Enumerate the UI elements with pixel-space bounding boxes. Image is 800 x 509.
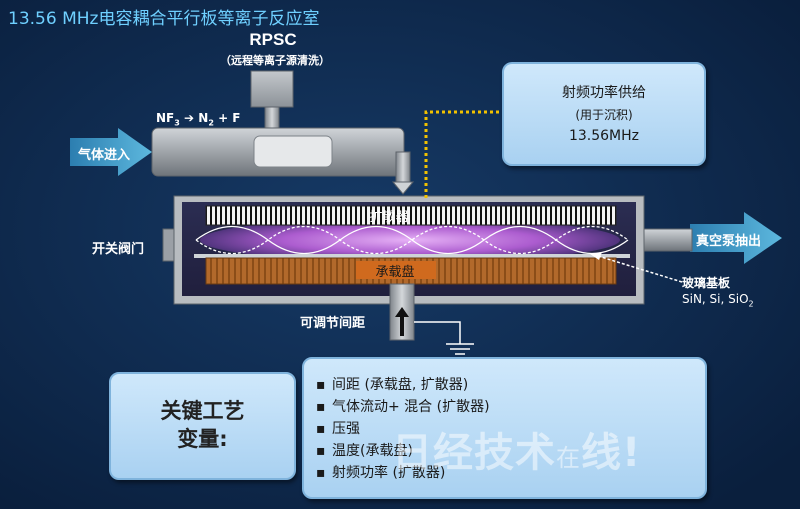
ground-symbol — [414, 321, 474, 355]
list-item: ▪压强 — [316, 421, 360, 437]
lift-pipe — [389, 283, 415, 341]
page-title: 13.56 MHz电容耦合平行板等离子反应室 — [8, 9, 320, 29]
rf-supply-title: 射频功率供给 — [562, 85, 646, 101]
variables-list-box — [302, 357, 707, 499]
rpsc-label: RPSC — [249, 30, 297, 49]
spacing-label: 可调节间距 — [300, 316, 366, 331]
gas-in-label: 气体进入 — [78, 148, 131, 163]
substrate-materials: SiN, Si, SiO2 — [682, 292, 754, 309]
gas-inlet-pipe — [151, 127, 415, 195]
vacuum-outlet-pipe — [639, 228, 693, 252]
list-item: ▪温度(承载盘) — [316, 443, 413, 459]
diffuser-plate — [205, 205, 617, 226]
watermark: 日经技术在线! — [392, 430, 642, 476]
key-variables-subtitle: 变量: — [177, 427, 228, 451]
platen-label: 承载盘 — [375, 265, 415, 280]
plasma-glow — [200, 218, 620, 262]
vacuum-out-arrow — [690, 212, 782, 264]
list-item: ▪间距 (承载盘, 扩散器) — [316, 377, 469, 393]
platen — [194, 254, 630, 285]
list-item: ▪射频功率 (扩散器) — [316, 465, 446, 481]
rf-supply-frequency: 13.56MHz — [568, 128, 640, 144]
substrate-label: 玻璃基板 — [682, 276, 731, 290]
key-variables-box — [109, 372, 296, 480]
key-variables-title: 关键工艺 — [160, 399, 245, 423]
list-item: ▪气体流动+ 混合 (扩散器) — [316, 399, 490, 415]
rf-waves — [195, 225, 629, 255]
gas-in-arrow — [70, 128, 152, 176]
vacuum-out-label: 真空泵抽出 — [696, 234, 762, 249]
diffuser-label: 扩散器 — [369, 210, 409, 225]
reaction-label: NF3 ➔ N2 + F — [156, 111, 241, 128]
valve-label: 开关阀门 — [92, 242, 145, 257]
rf-supply-purpose: (用于沉积) — [575, 108, 633, 122]
rpsc-description: （远程等离子源清洗） — [220, 54, 330, 67]
rf-supply-box — [502, 62, 706, 166]
rf-connection-line — [424, 110, 503, 198]
